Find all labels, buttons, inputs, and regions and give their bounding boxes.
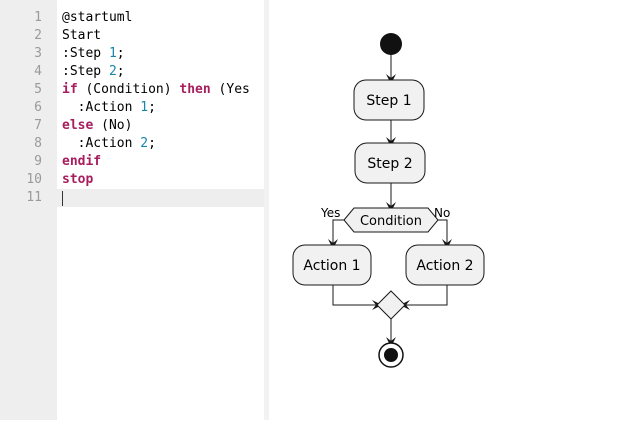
action-1-label: Action 1: [303, 258, 360, 274]
line-number: 2: [34, 28, 42, 43]
line-number: 5: [34, 82, 42, 97]
action-2-node: [405, 244, 485, 286]
code-line[interactable]: 4 :Step 2;: [0, 63, 264, 81]
start-node: [380, 33, 402, 55]
merge-line-right: [400, 285, 448, 310]
line-number: 6: [34, 100, 42, 115]
line-number-gutter: [0, 0, 57, 420]
code-line[interactable]: 7 else (No): [0, 117, 264, 135]
line-number: 11: [26, 190, 42, 205]
code-text: else (No): [62, 118, 133, 133]
action-1-node: [292, 244, 372, 286]
text-cursor: [62, 191, 63, 206]
code-text: :Action 2;: [62, 136, 156, 151]
code-line-active[interactable]: 11: [0, 189, 264, 207]
no-branch-arrow: [438, 219, 452, 249]
code-line[interactable]: 2 Start: [0, 27, 264, 45]
step-1-node: [353, 79, 425, 121]
action-2-label: Action 2: [416, 258, 473, 274]
line-number: 7: [34, 118, 42, 133]
code-line[interactable]: 9 endif: [0, 153, 264, 171]
code-line[interactable]: 10 stop: [0, 171, 264, 189]
line-number: 3: [34, 46, 42, 61]
yes-branch-arrow: [328, 219, 344, 249]
activity-diagram: Step 1 Step 2 Condition Yes No Action 1 …: [292, 33, 485, 368]
line-number: 9: [34, 154, 42, 169]
code-text: if (Condition) then (Yes: [62, 82, 250, 97]
code-editor[interactable]: 1 @startuml 2 Start 3 :Step 1; 4 :Step 2…: [0, 0, 264, 420]
line-number: 1: [34, 10, 42, 25]
line-number: 4: [34, 64, 42, 79]
code-line[interactable]: 3 :Step 1;: [0, 45, 264, 63]
code-line[interactable]: 8 :Action 2;: [0, 135, 264, 153]
line-number: 10: [26, 172, 42, 187]
step-1-label: Step 1: [366, 93, 411, 109]
code-line[interactable]: 1 @startuml: [0, 9, 264, 27]
code-line[interactable]: 5 if (Condition) then (Yes: [0, 81, 264, 99]
step-2-label: Step 2: [367, 156, 412, 172]
code-text: :Action 1;: [62, 100, 156, 115]
code-text: :Step 2;: [62, 64, 125, 79]
diagram-preview: Step 1 Step 2 Condition Yes No Action 1 …: [269, 0, 624, 420]
stop-node-inner: [384, 348, 398, 362]
merge-line-left: [332, 285, 382, 310]
code-text: :Step 1;: [62, 46, 125, 61]
code-line[interactable]: 6 :Action 1;: [0, 99, 264, 117]
condition-label: Condition: [360, 214, 422, 229]
step-2-node: [354, 142, 426, 184]
no-label: No: [434, 206, 450, 220]
merge-node: [376, 290, 406, 320]
code-text: stop: [62, 172, 94, 187]
code-text: @startuml: [62, 10, 133, 25]
yes-label: Yes: [320, 206, 340, 220]
code-text: Start: [62, 28, 102, 43]
code-text: endif: [62, 154, 102, 169]
line-number: 8: [34, 136, 42, 151]
pane-divider[interactable]: [264, 0, 269, 420]
